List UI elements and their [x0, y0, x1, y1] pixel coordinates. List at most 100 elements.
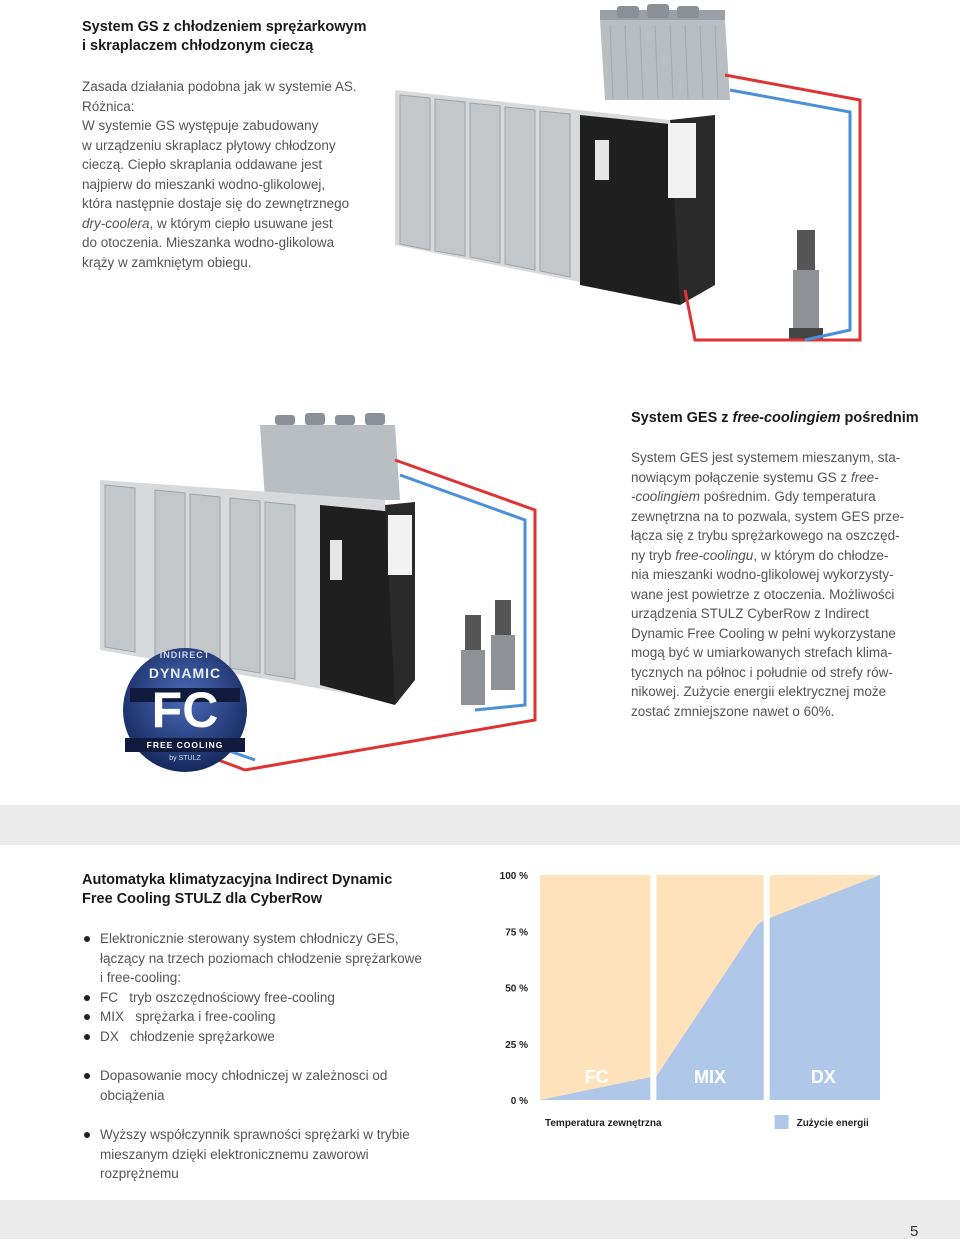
title-line: System GS z chłodzeniem sprężarkowym [82, 19, 367, 35]
text-line: tycznych na północ i południe od strefy … [631, 663, 931, 683]
text-line: wane jest powietrze z otoczenia. Możliwo… [631, 585, 931, 605]
y-tick-label: 0 % [511, 1096, 528, 1107]
list-item: Wyższy współczynnik sprawności sprężarki… [82, 1125, 442, 1184]
list-line: mieszanym dzięki elektronicznemu zaworow… [100, 1146, 369, 1162]
text-run: pośrednim. Gdy temperatura [700, 489, 876, 504]
text-line: mogą być w umiarkowanych strefach klima- [631, 643, 931, 663]
text-run: krąży w zamkniętym obiegu. [82, 254, 252, 270]
text-run: mogą być w umiarkowanych strefach klima- [631, 645, 893, 660]
text-run: najpierw do mieszanki wodno-glikolowej, [82, 176, 326, 192]
y-tick-label: 100 % [500, 871, 528, 882]
legend-swatch [774, 1115, 789, 1129]
badge-bottom-text: FREE COOLING [146, 740, 224, 750]
pump-icon [789, 230, 823, 340]
italic-term: free- [850, 469, 879, 485]
badge-mid-text: DYNAMIC [148, 665, 222, 681]
page-number: 5 [910, 1223, 919, 1240]
text-run: urządzenia STULZ CyberRow z Indirect [631, 606, 869, 621]
text-run: która następnie dostaje się do zewnętrzn… [82, 196, 350, 211]
energy-area-series [540, 875, 880, 1100]
zone-separator [650, 875, 657, 1100]
text-line: Dynamic Free Cooling w pełni wykorzystan… [631, 624, 931, 644]
text-line: łącza się z trybu sprężarkowego na oszcz… [631, 526, 931, 546]
text-run: Dynamic Free Cooling w pełni wykorzystan… [631, 625, 896, 641]
text-run: System GES jest systemem mieszanym, sta- [631, 450, 901, 465]
list-item: FC tryb oszczędnościowy free-cooling [82, 988, 442, 1008]
badge-big-text: FC [151, 682, 219, 738]
text-run: nia mieszanki wodno-glikolowej wykorzyst… [631, 567, 894, 582]
text-line: nikowej. Zużycie energii elektrycznej mo… [631, 682, 931, 702]
text-line: Różnica: [82, 97, 382, 117]
zone-label: MIX [694, 1067, 726, 1087]
text-line: System GES jest systemem mieszanym, sta- [631, 448, 931, 468]
text-line: krąży w zamkniętym obiegu. [82, 253, 382, 273]
italic-term: -coolingiem [631, 489, 701, 504]
italic-term: free-coolingu [675, 547, 754, 563]
feature-list: Elektronicznie sterowany system chłodnic… [82, 929, 442, 1184]
y-tick-label: 75 % [505, 927, 528, 938]
list-item: MIX sprężarka i free-cooling [82, 1007, 442, 1027]
text-run: ny tryb [631, 547, 676, 563]
title-line: Free Cooling STULZ dla CyberRow [82, 891, 323, 907]
text-line: W systemie GS występuje zabudowany [82, 116, 382, 136]
text-line: w urządzeniu skraplacz płytowy chłodzony [82, 136, 382, 156]
title-italic: free-coolingiem [732, 410, 841, 426]
dry-cooler-icon [260, 413, 400, 500]
bullet-list: Elektronicznie sterowany system chłodnic… [82, 929, 442, 1184]
text-run: nowiącym połączenie systemu GS z [631, 469, 851, 485]
list-item: DX chłodzenie sprężarkowe [82, 1027, 442, 1047]
x-axis-label: Temperatura zewnętrzna [545, 1118, 662, 1129]
text-line: nowiącym połączenie systemu GS z free- [631, 468, 931, 488]
gs-system-illustration [395, 4, 862, 342]
text-line: urządzenia STULZ CyberRow z Indirect [631, 604, 931, 624]
text-run: , w którym ciepło usuwane jest [149, 215, 333, 231]
section-title-automation: Automatyka klimatyzacyjna Indirect Dynam… [82, 871, 402, 909]
text-run: zostać zmniejszone nawet o 60%. [631, 703, 835, 719]
title-part: System GES z [631, 410, 733, 426]
y-tick-label: 25 % [505, 1040, 528, 1051]
text-run: W systemie GS występuje zabudowany [82, 118, 319, 133]
list-item: Elektronicznie sterowany system chłodnic… [82, 929, 442, 1046]
list-line: obciążenia [100, 1087, 165, 1103]
legend-label: Zużycie energii [797, 1118, 869, 1129]
text-line: dry-coolera, w którym ciepło usuwane jes… [82, 214, 382, 234]
server-racks-icon [395, 90, 715, 305]
ges-system-illustration [100, 413, 537, 772]
text-line: do otoczenia. Mieszanka wodno-glikolowa [82, 233, 382, 253]
text-run: cieczą. Ciepło skraplania oddawane jest [82, 157, 323, 172]
text-run: Różnica: [82, 98, 135, 114]
badge-by-text: by STULZ [169, 755, 201, 762]
list-line: Dopasowanie mocy chłodniczej w zależnosc… [100, 1068, 388, 1083]
gs-description: Zasada działania podobna jak w systemie … [82, 77, 382, 272]
list-line: Elektronicznie sterowany system chłodnic… [100, 931, 399, 946]
text-line: która następnie dostaje się do zewnętrzn… [82, 194, 382, 214]
list-item: Dopasowanie mocy chłodniczej w zależnosc… [82, 1066, 442, 1105]
pipes-icon [683, 73, 862, 342]
list-line: i free-cooling: [100, 970, 182, 985]
text-run: nikowej. Zużycie energii elektrycznej mo… [631, 684, 887, 699]
text-line: najpierw do mieszanki wodno-glikolowej, [82, 175, 382, 195]
list-line: łączący na trzech poziomach chłodzenie s… [100, 950, 422, 966]
text-run: łącza się z trybu sprężarkowego na oszcz… [631, 528, 900, 543]
title-line: i skraplaczem chłodzonym cieczą [82, 38, 314, 54]
title-line: Automatyka klimatyzacyjna Indirect Dynam… [82, 872, 393, 888]
zone-label: DX [811, 1067, 836, 1087]
indirect-dynamic-fc-badge: INDIRECT DYNAMIC FC FREE COOLING by STUL… [120, 646, 250, 774]
italic-term: dry-coolera [82, 215, 150, 231]
server-racks-icon [100, 480, 415, 705]
text-line: zostać zmniejszone nawet o 60%. [631, 702, 931, 722]
text-line: zewnętrzna na to pozwala, system GES prz… [631, 507, 931, 527]
ges-description: System GES jest systemem mieszanym, sta-… [631, 448, 931, 721]
text-line: -coolingiem pośrednim. Gdy temperatura [631, 487, 931, 507]
text-run: Zasada działania podobna jak w systemie … [82, 79, 357, 94]
zone-label: FC [585, 1067, 609, 1087]
text-run: do otoczenia. Mieszanka wodno-glikolowa [82, 235, 335, 250]
text-run: zewnętrzna na to pozwala, system GES prz… [631, 508, 905, 524]
text-line: Zasada działania podobna jak w systemie … [82, 77, 382, 97]
dry-cooler-icon [600, 4, 730, 100]
list-line: Wyższy współczynnik sprawności sprężarki… [100, 1127, 410, 1142]
section-title-ges: System GES z free-coolingiem pośrednim [631, 409, 941, 428]
text-run: tycznych na północ i południe od strefy … [631, 664, 893, 680]
badge-top-text: INDIRECT [159, 650, 211, 660]
